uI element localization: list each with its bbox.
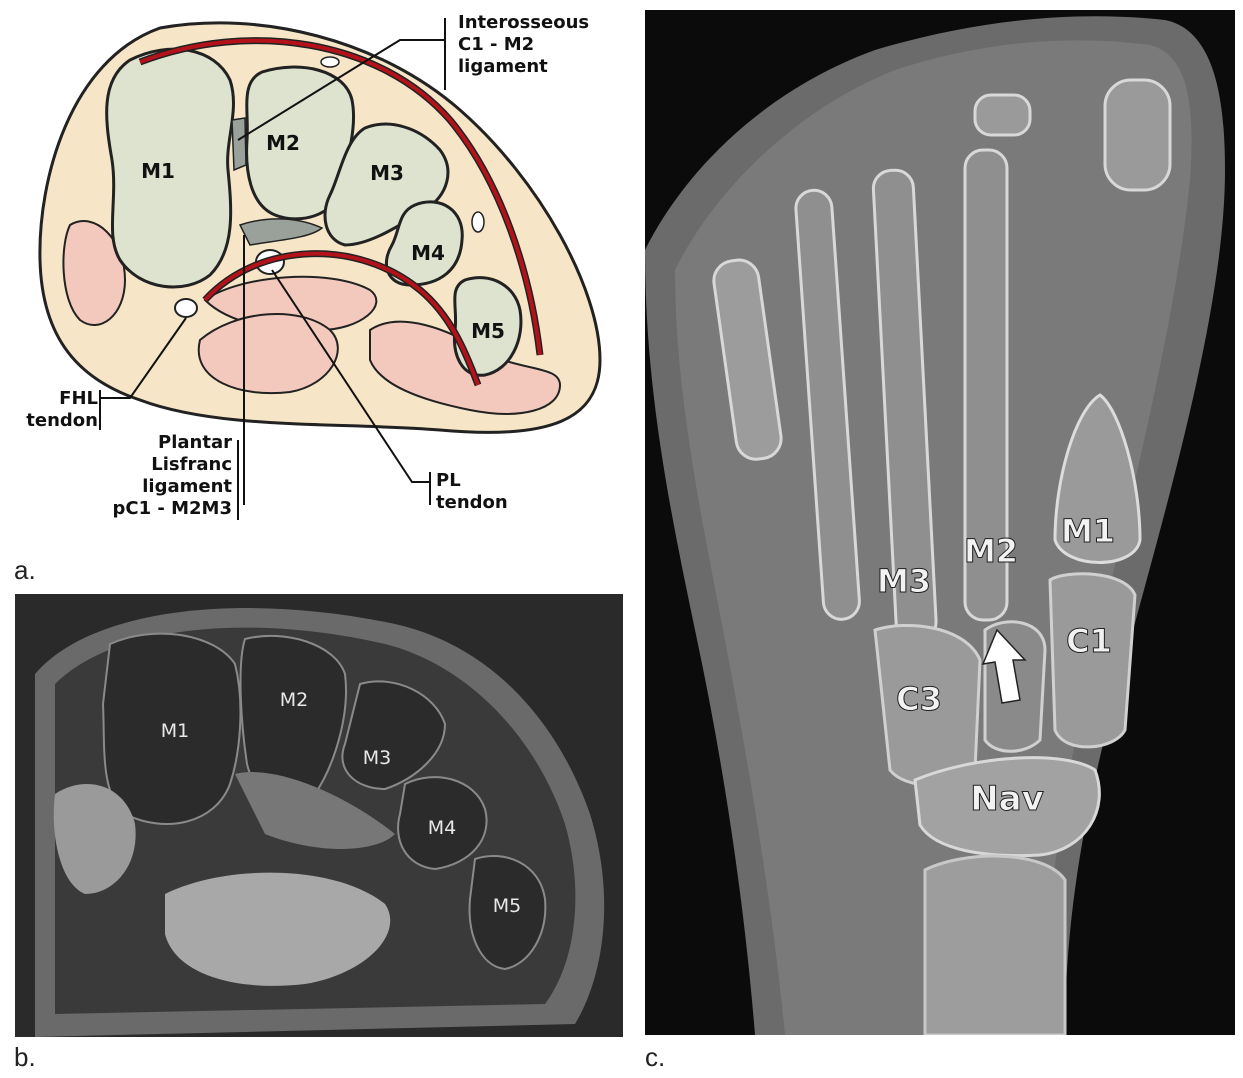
callout-pl-tendon: PL tendon [436, 470, 508, 514]
panel-a-letter: a. [14, 555, 36, 586]
c-nav-label: Nav [970, 779, 1044, 819]
small-tendon-1 [321, 57, 339, 67]
b-m1-label: M1 [161, 720, 189, 742]
panel-c-letter: c. [645, 1042, 665, 1073]
a-m3-label: M3 [370, 161, 404, 185]
panel-a-diagram: M1 M2 M3 M4 M5 Interosseous C1 - M2 liga… [0, 0, 630, 590]
callout-plantar-lisfranc: Plantar Lisfranc ligament pC1 - M2M3 [80, 432, 232, 520]
interosseous-ligament-shape [232, 118, 246, 170]
a-m2-label: M2 [266, 131, 300, 155]
b-m2-label: M2 [280, 689, 308, 711]
c-c3-label: C3 [896, 680, 942, 718]
callout-interosseous: Interosseous C1 - M2 ligament [458, 12, 589, 78]
b-m3-label: M3 [363, 747, 391, 769]
mri-image: M1 M2 M3 M4 M5 [15, 594, 623, 1037]
c-m1-label: M1 [1061, 512, 1115, 550]
b-m4-label: M4 [428, 817, 456, 839]
panel-b-letter: b. [14, 1042, 36, 1073]
panel-b-mri: M1 M2 M3 M4 M5 [15, 594, 623, 1037]
a-m1-label: M1 [141, 159, 175, 183]
panel-c-ct: M1 M2 M3 C1 C3 Nav [645, 10, 1235, 1035]
callout-fhl: FHL tendon [40, 388, 98, 432]
small-tendon-2 [472, 212, 484, 232]
ct-image: M1 M2 M3 C1 C3 Nav [645, 10, 1235, 1035]
c-m2-label: M2 [964, 532, 1018, 570]
c-c1-label: C1 [1066, 622, 1112, 660]
fhl-tendon-shape [175, 299, 197, 317]
a-m5-label: M5 [471, 319, 505, 343]
a-m4-label: M4 [411, 241, 445, 265]
c-m3-label: M3 [877, 562, 931, 600]
b-m5-label: M5 [493, 895, 521, 917]
